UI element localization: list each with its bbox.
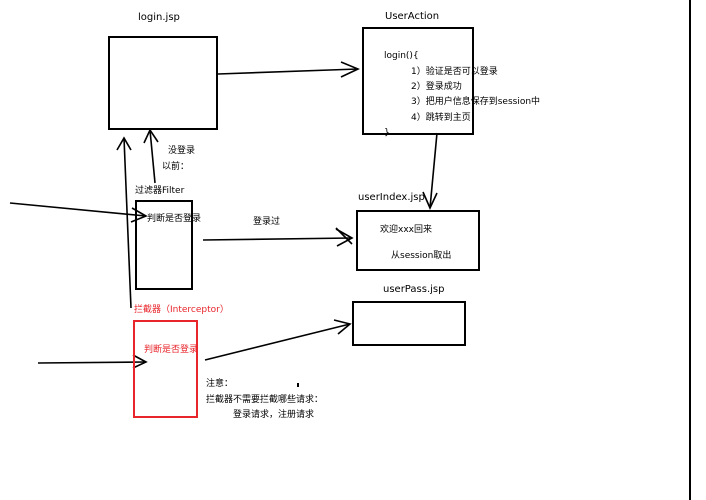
arrow-interceptor-to-userpass <box>204 323 351 361</box>
interceptor-text: 判断是否登录 <box>144 345 199 355</box>
stray-mark <box>297 383 299 387</box>
arrow-incoming-to-filter <box>9 202 147 217</box>
useraction-step-2: 2）登录成功 <box>411 82 462 92</box>
filter-text: 判断是否登录 <box>147 214 202 224</box>
arrow-incoming-to-interceptor <box>37 361 147 364</box>
arrow-useraction-to-userindex <box>429 132 438 209</box>
userpass-label: userPass.jsp <box>383 284 445 295</box>
userindex-box <box>356 210 480 271</box>
interceptor-box <box>133 320 198 418</box>
useraction-label: UserAction <box>385 11 440 22</box>
edge-label-before: 以前： <box>162 162 190 172</box>
useraction-code-close: } <box>384 128 390 138</box>
useraction-step-3: 3）把用户信息保存到session中 <box>411 97 541 107</box>
edge-label-logged-in: 登录过 <box>253 217 281 227</box>
note-line-2: 登录请求，注册请求 <box>233 410 315 420</box>
arrow-filter-to-userindex <box>202 237 353 241</box>
filter-box <box>135 200 193 290</box>
arrow-interceptor-up <box>123 137 132 309</box>
arrow-filter-to-login <box>149 129 156 184</box>
arrow-login-to-useraction <box>217 68 359 75</box>
note-line-1: 拦截器不需要拦截哪些请求： <box>206 395 324 405</box>
userindex-label: userIndex.jsp <box>358 192 425 203</box>
userindex-line-1: 欢迎xxx回来 <box>380 225 432 235</box>
useraction-box <box>362 27 474 135</box>
login-jsp-box <box>108 36 218 130</box>
note-title: 注意： <box>206 379 234 389</box>
useraction-code-open: login(){ <box>384 51 419 61</box>
edge-label-not-logged-in: 没登录 <box>168 146 196 156</box>
userindex-line-2: 从session取出 <box>391 251 452 261</box>
useraction-step-1: 1）验证是否可以登录 <box>411 67 498 77</box>
interceptor-label: 拦截器（Interceptor） <box>134 305 229 315</box>
login-jsp-label: login.jsp <box>138 12 180 23</box>
useraction-step-4: 4）跳转到主页 <box>411 113 471 123</box>
userpass-box <box>352 301 466 346</box>
filter-label: 过滤器Filter <box>135 186 185 196</box>
